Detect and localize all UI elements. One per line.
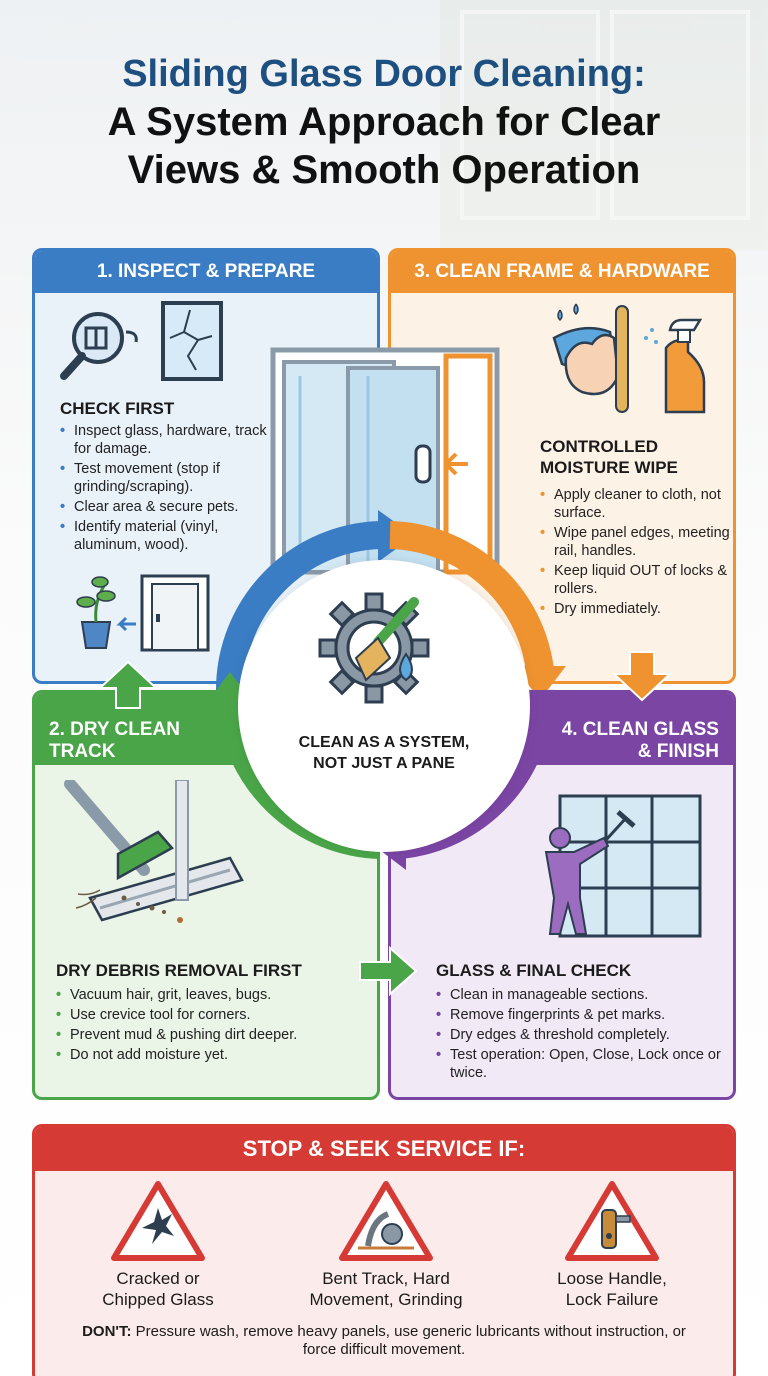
green-up-arrow bbox=[98, 660, 158, 709]
orange-arrow bbox=[389, 521, 554, 673]
page-title: Sliding Glass Door Cleaning: A System Ap… bbox=[0, 50, 768, 194]
list-item: Identify material (vinyl, aluminum, wood… bbox=[60, 518, 275, 554]
plant-door-icon bbox=[76, 574, 210, 652]
warning-label-line2: Chipped Glass bbox=[102, 1290, 214, 1309]
step1-list: Inspect glass, hardware, track for damag… bbox=[60, 422, 275, 556]
door-icon bbox=[140, 574, 210, 652]
list-item: Inspect glass, hardware, track for damag… bbox=[60, 422, 275, 458]
cloth-hand-icon bbox=[552, 303, 629, 413]
spray-bottle-icon bbox=[644, 318, 706, 414]
background-window bbox=[440, 0, 768, 250]
step4-header-line2: & FINISH bbox=[637, 741, 719, 762]
step2-header-line2: TRACK bbox=[49, 741, 116, 762]
warning-label-track: Bent Track, Hard Movement, Grinding bbox=[276, 1268, 496, 1310]
center-circle bbox=[238, 560, 530, 852]
gear-brush-icon bbox=[318, 592, 430, 704]
warning-label-line2: Lock Failure bbox=[565, 1290, 659, 1309]
title-line-1: Sliding Glass Door Cleaning: bbox=[122, 53, 646, 95]
step3-list: Apply cleaner to cloth, not surface. Wip… bbox=[540, 486, 730, 620]
loose-handle-warning-icon bbox=[565, 1181, 659, 1261]
step1-section-title: CHECK FIRST bbox=[60, 399, 175, 418]
step3-header: 3. CLEAN FRAME & HARDWARE bbox=[391, 251, 733, 293]
orange-down-arrow bbox=[612, 651, 672, 702]
step4-header: 4. CLEAN GLASS & FINISH bbox=[533, 693, 733, 765]
blue-arrow bbox=[216, 521, 381, 691]
center-text: CLEAN AS A SYSTEM, NOT JUST A PANE bbox=[260, 732, 508, 774]
dont-note: DON'T: Pressure wash, remove heavy panel… bbox=[80, 1323, 688, 1359]
step1-header: 1. INSPECT & PREPARE bbox=[35, 251, 377, 293]
list-item: Use crevice tool for corners. bbox=[56, 1006, 366, 1024]
warning-label-line1: Cracked or bbox=[116, 1269, 200, 1288]
list-item: Wipe panel edges, meeting rail, handles. bbox=[540, 524, 730, 560]
center-line2: NOT JUST A PANE bbox=[313, 755, 455, 772]
list-item: Keep liquid OUT of locks & rollers. bbox=[540, 562, 730, 598]
list-item: Clean in manageable sections. bbox=[436, 986, 726, 1004]
list-item: Vacuum hair, grit, leaves, bugs. bbox=[56, 986, 366, 1004]
title-line-2: A System Approach for Clear bbox=[107, 100, 661, 144]
step3-section-title-line2: MOISTURE WIPE bbox=[540, 458, 678, 477]
list-item: Test movement (stop if grinding/scraping… bbox=[60, 460, 275, 496]
step4-list: Clean in manageable sections. Remove fin… bbox=[436, 986, 726, 1084]
list-item: Prevent mud & pushing dirt deeper. bbox=[56, 1026, 366, 1044]
dont-label: DON'T: bbox=[82, 1323, 132, 1340]
list-item: Remove fingerprints & pet marks. bbox=[436, 1006, 726, 1024]
warning-label-handle: Loose Handle, Lock Failure bbox=[502, 1268, 722, 1310]
title-line-3: Views & Smooth Operation bbox=[127, 148, 641, 192]
list-item: Test operation: Open, Close, Lock once o… bbox=[436, 1046, 726, 1082]
stop-header: STOP & SEEK SERVICE IF: bbox=[35, 1127, 733, 1171]
warning-label-cracked: Cracked or Chipped Glass bbox=[48, 1268, 268, 1310]
plant-icon bbox=[76, 576, 116, 649]
squeegee-person-icon bbox=[544, 794, 702, 938]
magnifier-icon bbox=[60, 312, 138, 380]
list-item: Dry edges & threshold completely. bbox=[436, 1026, 726, 1044]
cracked-glass-warning-icon bbox=[111, 1181, 205, 1261]
cracked-glass-icon bbox=[161, 301, 223, 381]
warning-label-line1: Loose Handle, bbox=[557, 1269, 667, 1288]
step4-section-title: GLASS & FINAL CHECK bbox=[436, 961, 632, 980]
step4-header-line1: 4. CLEAN GLASS bbox=[561, 719, 719, 740]
cloth-hand-spray-icon bbox=[552, 303, 706, 414]
step2-list: Vacuum hair, grit, leaves, bugs. Use cre… bbox=[56, 986, 366, 1066]
step3-section-title-line1: CONTROLLED bbox=[540, 437, 659, 456]
list-item: Apply cleaner to cloth, not surface. bbox=[540, 486, 730, 522]
warning-label-line1: Bent Track, Hard bbox=[322, 1269, 450, 1288]
list-item: Clear area & secure pets. bbox=[60, 498, 275, 516]
step2-header: 2. DRY CLEAN TRACK bbox=[35, 693, 235, 765]
list-item: Dry immediately. bbox=[540, 600, 730, 618]
warning-label-line2: Movement, Grinding bbox=[309, 1290, 463, 1309]
list-item: Do not add moisture yet. bbox=[56, 1046, 366, 1064]
center-line1: CLEAN AS A SYSTEM, bbox=[298, 734, 470, 751]
step2-header-line1: 2. DRY CLEAN bbox=[49, 719, 180, 740]
step3-section-title: CONTROLLED MOISTURE WIPE bbox=[540, 436, 678, 478]
green-right-arrow bbox=[359, 946, 418, 996]
vacuum-track-icon bbox=[64, 780, 244, 923]
dont-text: Pressure wash, remove heavy panels, use … bbox=[131, 1323, 686, 1358]
step2-section-title: DRY DEBRIS REMOVAL FIRST bbox=[56, 961, 302, 980]
bent-track-warning-icon bbox=[339, 1181, 433, 1261]
